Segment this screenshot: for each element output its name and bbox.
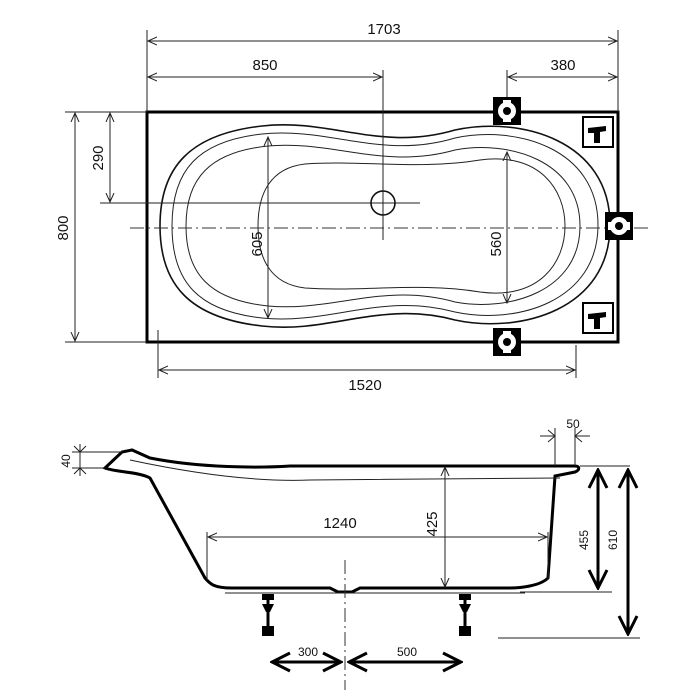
dim-overall-length: 1703: [367, 21, 400, 38]
basin-outer-contour-2: [171, 132, 599, 320]
faucet-icon-bottom: [582, 302, 614, 334]
dim-leg-offset-right: 500: [397, 645, 417, 659]
basin-inner-step: [185, 144, 581, 308]
dim-line-50: [540, 429, 590, 443]
dim-inner-width-right: 560: [488, 231, 505, 256]
leg-right-icon: [459, 594, 471, 636]
top-view: 1703 850 380 800 290 605 560 1520: [55, 21, 650, 394]
leg-mount-icon-top: [493, 97, 521, 125]
leg-mount-icon-bottom: [493, 328, 521, 356]
side-view: 40 50 1240 425 455 610 300 500: [59, 417, 640, 690]
dim-inner-depth: 425: [424, 511, 441, 536]
leg-left-icon: [262, 594, 274, 636]
drain-icon: [370, 190, 396, 216]
dim-total-height: 610: [606, 530, 620, 550]
leg-mount-icon-right: [605, 212, 633, 240]
faucet-icon-top: [582, 116, 614, 148]
tub-side-profile: [102, 448, 581, 594]
dim-drain-offset: 290: [90, 145, 107, 170]
basin-outer-contour: [159, 124, 611, 328]
dim-side-offset: 380: [550, 57, 575, 74]
dim-inner-width-left: 605: [249, 231, 266, 256]
dim-overall-width: 800: [55, 215, 72, 240]
dim-floor-length: 1240: [323, 515, 356, 532]
dim-body-height: 455: [577, 530, 591, 550]
dim-rim-height: 40: [59, 454, 73, 468]
dim-inner-length: 1520: [348, 377, 381, 394]
tub-inner-profile: [129, 459, 561, 481]
dim-center-offset: 850: [252, 57, 277, 74]
basin-floor-contour: [257, 158, 566, 294]
dim-leg-offset-left: 300: [298, 645, 318, 659]
dim-rim-width: 50: [566, 417, 580, 431]
